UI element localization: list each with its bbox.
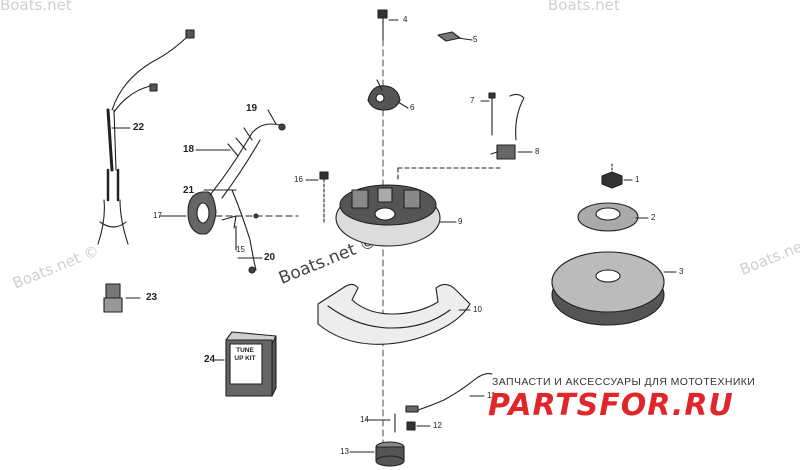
part-18-clip	[195, 143, 239, 157]
callout-4: 4	[403, 15, 408, 24]
callout-8: 8	[535, 147, 540, 156]
callout-16: 16	[294, 175, 303, 184]
callout-17: 17	[153, 211, 162, 220]
part-3-flywheel	[551, 251, 677, 326]
callout-1: 1	[635, 175, 640, 184]
callout-14: 14	[360, 415, 369, 424]
callout-5: 5	[473, 35, 478, 44]
part-19-wire-lead	[209, 109, 286, 199]
part-24-tune-up-kit	[211, 331, 277, 397]
callout-3: 3	[679, 267, 684, 276]
part-21-wires	[203, 189, 257, 274]
callout-10: 10	[473, 305, 482, 314]
callout-20: 20	[264, 252, 276, 263]
part-13-bushing	[349, 441, 405, 467]
watermark-top-left: Boats.net	[0, 0, 72, 14]
callout-9: 9	[458, 217, 463, 226]
callout-24: 24	[204, 354, 216, 365]
part-9-stator-plate	[335, 184, 457, 247]
watermark-top-right: Boats.net	[548, 0, 620, 14]
part-5-felt	[437, 31, 473, 42]
part-10-bracket	[317, 283, 471, 345]
part-17-coil	[159, 191, 299, 235]
callout-13: 13	[340, 447, 349, 456]
part-12-screw	[406, 421, 431, 431]
part-23-plug	[103, 283, 141, 313]
callout-21: 21	[183, 185, 195, 196]
brand-caption: ЗАПЧАСТИ И АКСЕССУАРЫ ДЛЯ МОТОТЕХНИКИ	[492, 376, 756, 388]
callout-2: 2	[651, 213, 656, 222]
part-22-harness	[97, 29, 195, 245]
part-8-condenser	[397, 93, 533, 181]
part-11-lead-wire	[405, 373, 493, 413]
part-14-pin	[365, 413, 396, 433]
part-6-breaker-points	[367, 79, 409, 111]
callout-22: 22	[133, 122, 145, 133]
part-2-washer	[577, 202, 649, 232]
callout-7: 7	[470, 96, 475, 105]
callout-18: 18	[183, 144, 195, 155]
callout-15: 15	[236, 245, 245, 254]
callout-12: 12	[433, 421, 442, 430]
callout-19: 19	[246, 103, 258, 114]
callout-11: 11	[487, 391, 496, 400]
part-7-screw	[480, 92, 496, 136]
part-15-screw	[221, 213, 259, 251]
part-16-screw	[305, 171, 329, 223]
callout-6: 6	[410, 103, 415, 112]
callout-23: 23	[146, 292, 158, 303]
part-1-nut	[601, 163, 633, 189]
part-4-screw	[377, 9, 399, 41]
brand-logo: PARTSFOR.RU	[488, 388, 734, 423]
tune-up-kit-label: TUNE UP KIT	[234, 347, 256, 362]
